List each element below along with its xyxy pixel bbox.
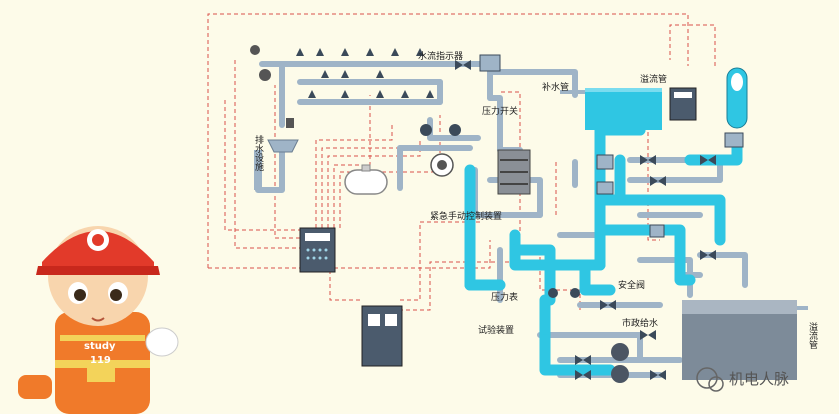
valves	[420, 54, 716, 380]
drain-facility	[254, 118, 299, 190]
label-drain-facility: 排水设施	[253, 134, 264, 172]
label-pressure-switch: 压力开关	[482, 105, 518, 117]
label-flow-indicator: 水流指示器	[418, 50, 463, 62]
pump-unit-1	[497, 149, 531, 195]
label-makeup-pipe: 补水管	[542, 81, 569, 93]
label-overflow-pipe: 溢流管	[640, 73, 667, 85]
label-emergency-control: 紧急手动控制装置	[430, 210, 502, 222]
label-pressure-gauge: 压力表	[491, 291, 518, 303]
sprinkler-heads	[250, 45, 434, 98]
mascot-badge: 119	[90, 355, 111, 366]
brand-watermark: 机电人脉	[696, 367, 789, 392]
mascot-shirt-text: study	[84, 341, 116, 352]
pump-unit-2	[611, 343, 629, 383]
control-cabinet-2	[361, 305, 403, 367]
label-safety-valve: 安全阀	[618, 279, 645, 291]
pressure-tank	[344, 164, 388, 195]
check-valves	[596, 132, 744, 238]
firefighter-mascot: study 119	[18, 226, 179, 414]
elevated-water-tank	[560, 88, 662, 130]
label-test-device: 试验装置	[478, 324, 514, 336]
air-pressure-vessel	[726, 67, 748, 129]
label-municipal-supply: 市政给水	[622, 317, 658, 329]
label-overflow-pipe-right: 溢流管	[807, 321, 818, 349]
control-cabinet-3	[669, 87, 697, 121]
wechat-icon	[696, 367, 718, 389]
pump-unit-3	[430, 153, 454, 177]
brand-name: 机电人脉	[729, 370, 789, 388]
fire-water-reservoir	[682, 300, 808, 380]
control-cabinet-1	[299, 227, 336, 273]
